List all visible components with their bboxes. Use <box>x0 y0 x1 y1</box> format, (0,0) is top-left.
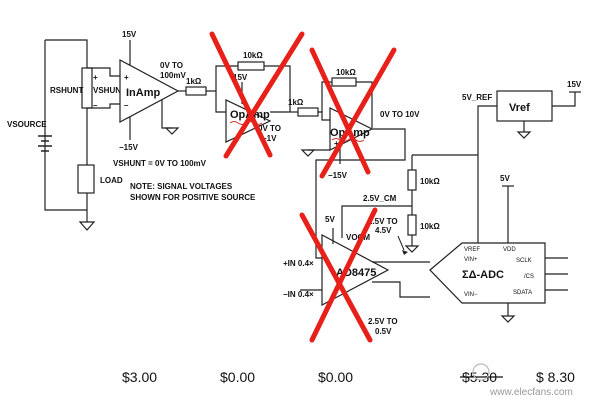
note-line-2: SHOWN FOR POSITIVE SOURCE <box>130 193 256 202</box>
inamp-vneg: −15V <box>119 143 139 152</box>
op2-vneg: −15V <box>328 171 348 180</box>
r2-label: 1kΩ <box>288 98 304 107</box>
adc-block: ΣΔ-ADC VREF VIN+ VIN− VDD SCLK /CS SDATA… <box>429 174 568 323</box>
cost-adc-new: $ 8.30 <box>536 369 575 385</box>
ground-icon <box>404 245 420 253</box>
cross-opamp2 <box>309 47 397 179</box>
vshunt-label: VSHUNT <box>93 86 126 95</box>
inamp-vpos: 15V <box>122 30 137 39</box>
load-label: LOAD <box>100 176 123 185</box>
rd2-label: 10kΩ <box>420 222 440 231</box>
ad-outn-range-2: 0.5V <box>375 327 392 336</box>
adc-sdata-pin: SDATA <box>513 290 532 296</box>
opamp1-block: 10kΩ OpAmp 15V 0V TO −1V <box>215 51 291 143</box>
op1-out-range-2: −1V <box>262 134 277 143</box>
in-plus-label: +IN 0.4× <box>283 259 314 268</box>
ground-icon <box>78 221 96 231</box>
cross-opamp1 <box>209 31 305 159</box>
adc-vref-pin: VREF <box>464 247 480 253</box>
cost-inamp: $3.00 <box>122 369 157 385</box>
adc-cs-pin: /CS <box>524 274 534 280</box>
ad-outn-range: 2.5V TO <box>368 317 398 326</box>
ad-supply: 5V <box>325 215 335 224</box>
cross-ad8475 <box>299 207 378 343</box>
adc-supply: 5V <box>500 174 510 183</box>
rd1-label: 10kΩ <box>420 177 440 186</box>
adc-vdd-pin: VDD <box>503 247 516 253</box>
ground-icon <box>516 131 532 139</box>
resistor-rd1 <box>407 169 417 191</box>
op1-out-range: 0V TO <box>258 124 281 133</box>
shunt-resistor <box>81 67 93 109</box>
ground-icon <box>164 127 180 135</box>
adc-vinp-pin: VIN+ <box>464 257 478 263</box>
cost-opamp2: $0.00 <box>318 369 353 385</box>
cost-opamp1: $0.00 <box>220 369 255 385</box>
inamp-minus: – <box>124 101 129 110</box>
vocm-label: VOCM <box>346 233 370 242</box>
vref-block: Vref 15V 5V_REF <box>462 80 582 243</box>
op1-vpos: 15V <box>233 73 248 82</box>
watermark: www.elecfans.com <box>472 363 573 398</box>
cm-net: 2.5V_CM <box>363 194 397 203</box>
plus-sign: + <box>93 73 98 82</box>
watermark-text: www.elecfans.com <box>489 387 573 398</box>
r1-label: 1kΩ <box>186 77 202 86</box>
rf2-label: 10kΩ <box>336 68 356 77</box>
inamp-out-range: 0V TO <box>160 61 183 70</box>
vref-label: Vref <box>509 102 530 114</box>
note-line-1: NOTE: SIGNAL VOLTAGES <box>130 182 233 191</box>
adc-vinn-pin: VIN− <box>464 292 478 298</box>
in-minus-label: −IN 0.4× <box>283 290 314 299</box>
resistor-r2 <box>297 107 319 117</box>
watermark-logo-icon <box>472 363 490 381</box>
vref-net: 5V_REF <box>462 93 492 102</box>
rshunt-label: RSHUNT <box>50 86 83 95</box>
adc-label: ΣΔ-ADC <box>462 269 504 281</box>
op2-out-range: 0V TO 10V <box>380 110 420 119</box>
resistor-rf2 <box>331 77 357 87</box>
load-resistor <box>77 164 95 194</box>
resistor-rd2 <box>407 214 417 236</box>
minus-sign: – <box>93 101 98 110</box>
cost-row: $3.00 $0.00 $0.00 $5.30 $ 8.30 <box>122 369 575 385</box>
ground-icon <box>300 149 316 157</box>
inamp-plus: + <box>124 73 129 82</box>
resistor-r1 <box>185 86 207 96</box>
divider: 10kΩ 10kΩ 2.5V_CM <box>341 154 478 253</box>
vref-supply: 15V <box>567 80 582 89</box>
source-section: VSOURCE RSHUNT VSHUNT + – LOAD VSHUNT = … <box>7 39 256 231</box>
resistor-rf1 <box>237 61 265 71</box>
vshunt-range: VSHUNT = 0V TO 100mV <box>113 159 207 168</box>
opamp2-block: 10kΩ OpAmp + −15V 0V TO 10V <box>300 68 420 180</box>
inamp-label: InAmp <box>126 87 161 99</box>
removed-marks <box>209 31 397 343</box>
ad-outp-range: 2.5V TO <box>368 217 398 226</box>
ad-outp-range-2: 4.5V <box>375 226 392 235</box>
rf1-label: 10kΩ <box>243 51 263 60</box>
inamp-block: + – InAmp 15V −15V 0V TO 100mV <box>119 30 186 152</box>
adc-sclk-pin: SCLK <box>516 258 532 264</box>
inamp-out-range-2: 100mV <box>160 71 186 80</box>
op2-plus: + <box>334 139 339 148</box>
vsource-label: VSOURCE <box>7 120 47 129</box>
battery-icon <box>38 135 52 152</box>
ground-icon <box>500 315 516 323</box>
